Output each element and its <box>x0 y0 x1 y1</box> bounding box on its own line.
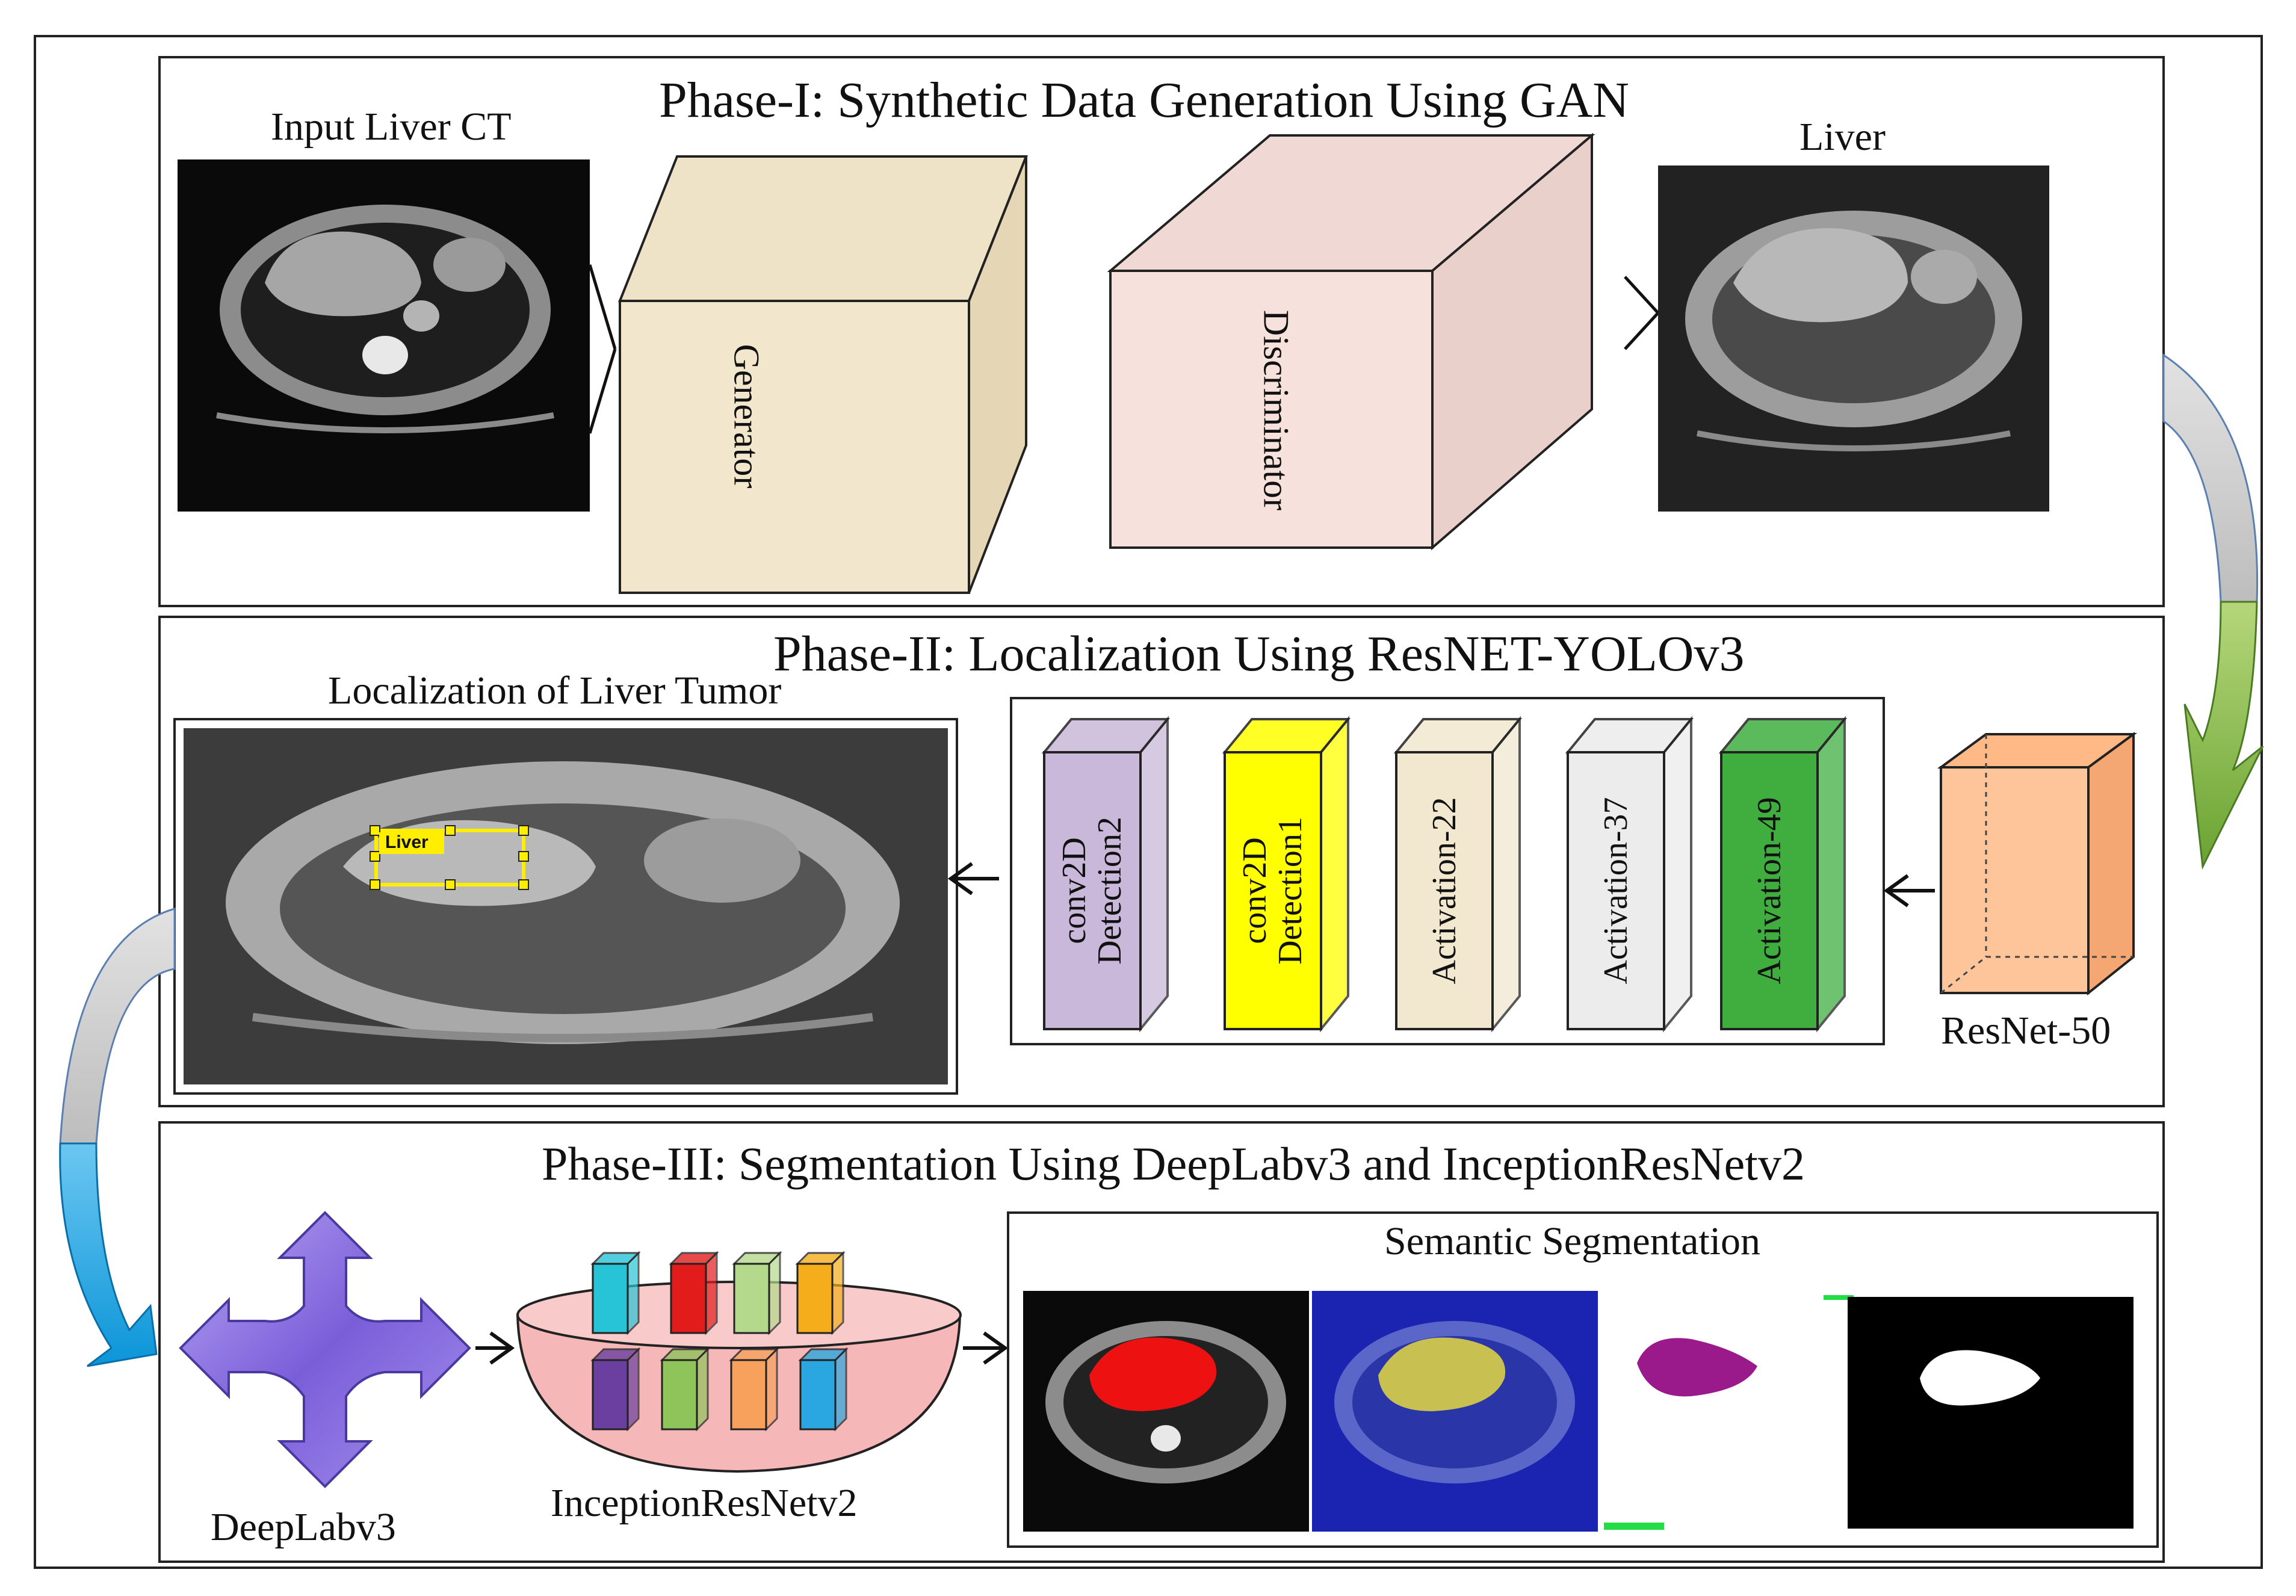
layer-prism-4 <box>1565 716 1694 1033</box>
inception-block-6 <box>660 1347 710 1432</box>
seg-image-blue-overlay <box>1312 1291 1598 1532</box>
resnet50-box <box>1937 732 2138 996</box>
layer-label-3: Activation-22 <box>1425 797 1463 985</box>
layer-prism-1 <box>1041 716 1171 1033</box>
inception-block-5 <box>590 1347 641 1432</box>
inception-blocks <box>590 1251 849 1432</box>
input-ct-label: Input Liver CT <box>271 105 512 149</box>
discriminator-label: Discriminator <box>1256 309 1296 511</box>
layer-prism-3 <box>1393 716 1523 1033</box>
seg-image-original-overlay <box>1023 1291 1309 1532</box>
inception-block-4 <box>795 1251 846 1335</box>
discriminator-cube <box>1107 132 1595 551</box>
seg-image-binary-mask <box>1848 1297 2134 1529</box>
inception-block-2 <box>669 1251 719 1335</box>
layer-label-4: Activation-37 <box>1597 797 1635 985</box>
localization-ct-image <box>173 718 958 1095</box>
inception-label: InceptionResNetv2 <box>551 1481 858 1525</box>
outer-frame <box>34 35 2263 1569</box>
layer-label-5: Activation-49 <box>1750 797 1788 985</box>
inception-block-7 <box>729 1347 779 1432</box>
layer-label-2: conv2D Detection1 <box>1236 817 1309 965</box>
output-liver-label: Liver <box>1799 115 1886 159</box>
phase2-title: Phase-II: Localization Using ResNET-YOLO… <box>773 626 1745 682</box>
bbox-label: Liver <box>385 832 429 852</box>
arrow-phase2-to-phase3 <box>59 907 176 1145</box>
seg-image-purple-mask <box>1604 1291 1854 1532</box>
semantic-seg-label: Semantic Segmentation <box>1384 1219 1761 1263</box>
arrow-phase1-to-phase2 <box>2162 353 2259 603</box>
generator-cube <box>618 155 1028 594</box>
generator-label: Generator <box>726 344 767 489</box>
deeplab-label: DeepLabv3 <box>211 1505 396 1549</box>
liver-bounding-box <box>370 825 529 890</box>
output-liver-ct-image <box>1658 165 2049 512</box>
layer-label-1: conv2D Detection2 <box>1056 817 1128 965</box>
layer-prism-5 <box>1718 716 1848 1033</box>
phase3-title: Phase-III: Segmentation Using DeepLabv3 … <box>542 1137 1805 1190</box>
input-ct-image <box>178 159 590 512</box>
inception-block-3 <box>732 1251 782 1335</box>
layer-prism-2 <box>1222 716 1351 1033</box>
inception-block-8 <box>798 1347 849 1432</box>
phase1-title: Phase-I: Synthetic Data Generation Using… <box>659 72 1629 128</box>
inception-block-1 <box>590 1251 641 1335</box>
deeplab-cross <box>179 1211 471 1488</box>
resnet50-label: ResNet-50 <box>1941 1009 2111 1053</box>
localization-label: Localization of Liver Tumor <box>328 669 782 713</box>
